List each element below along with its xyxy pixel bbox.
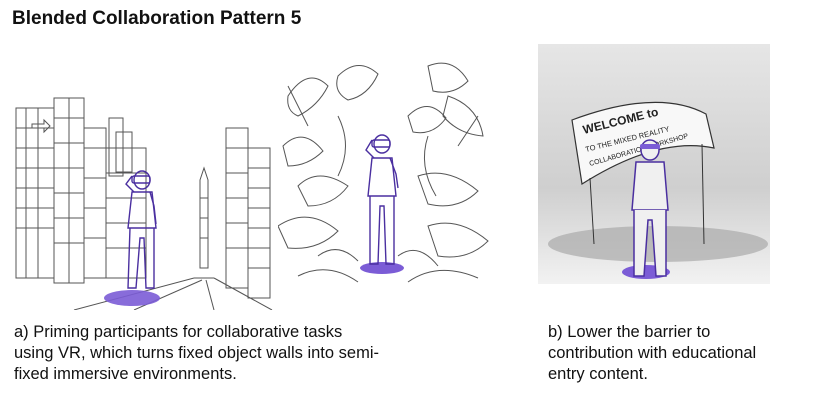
jungle-sketch [278,56,490,292]
caption-a-line-2: using VR, which turns fixed object walls… [14,344,379,362]
caption-b-line-1: b) Lower the barrier to [548,323,711,341]
caption-b: b) Lower the barrier to contribution wit… [548,322,818,385]
page-title: Blended Collaboration Pattern 5 [12,8,302,29]
caption-a: a) Priming participants for collaborativ… [14,322,484,385]
caption-a-line-1: a) Priming participants for collaborativ… [14,323,343,341]
city-street-sketch [14,88,274,310]
caption-a-line-3: fixed immersive environments. [14,365,237,383]
caption-b-line-3: entry content. [548,365,648,383]
caption-b-line-2: contribution with educational [548,344,757,362]
welcome-sign-sketch: WELCOME to TO THE MIXED REALITY COLLABOR… [538,44,770,284]
